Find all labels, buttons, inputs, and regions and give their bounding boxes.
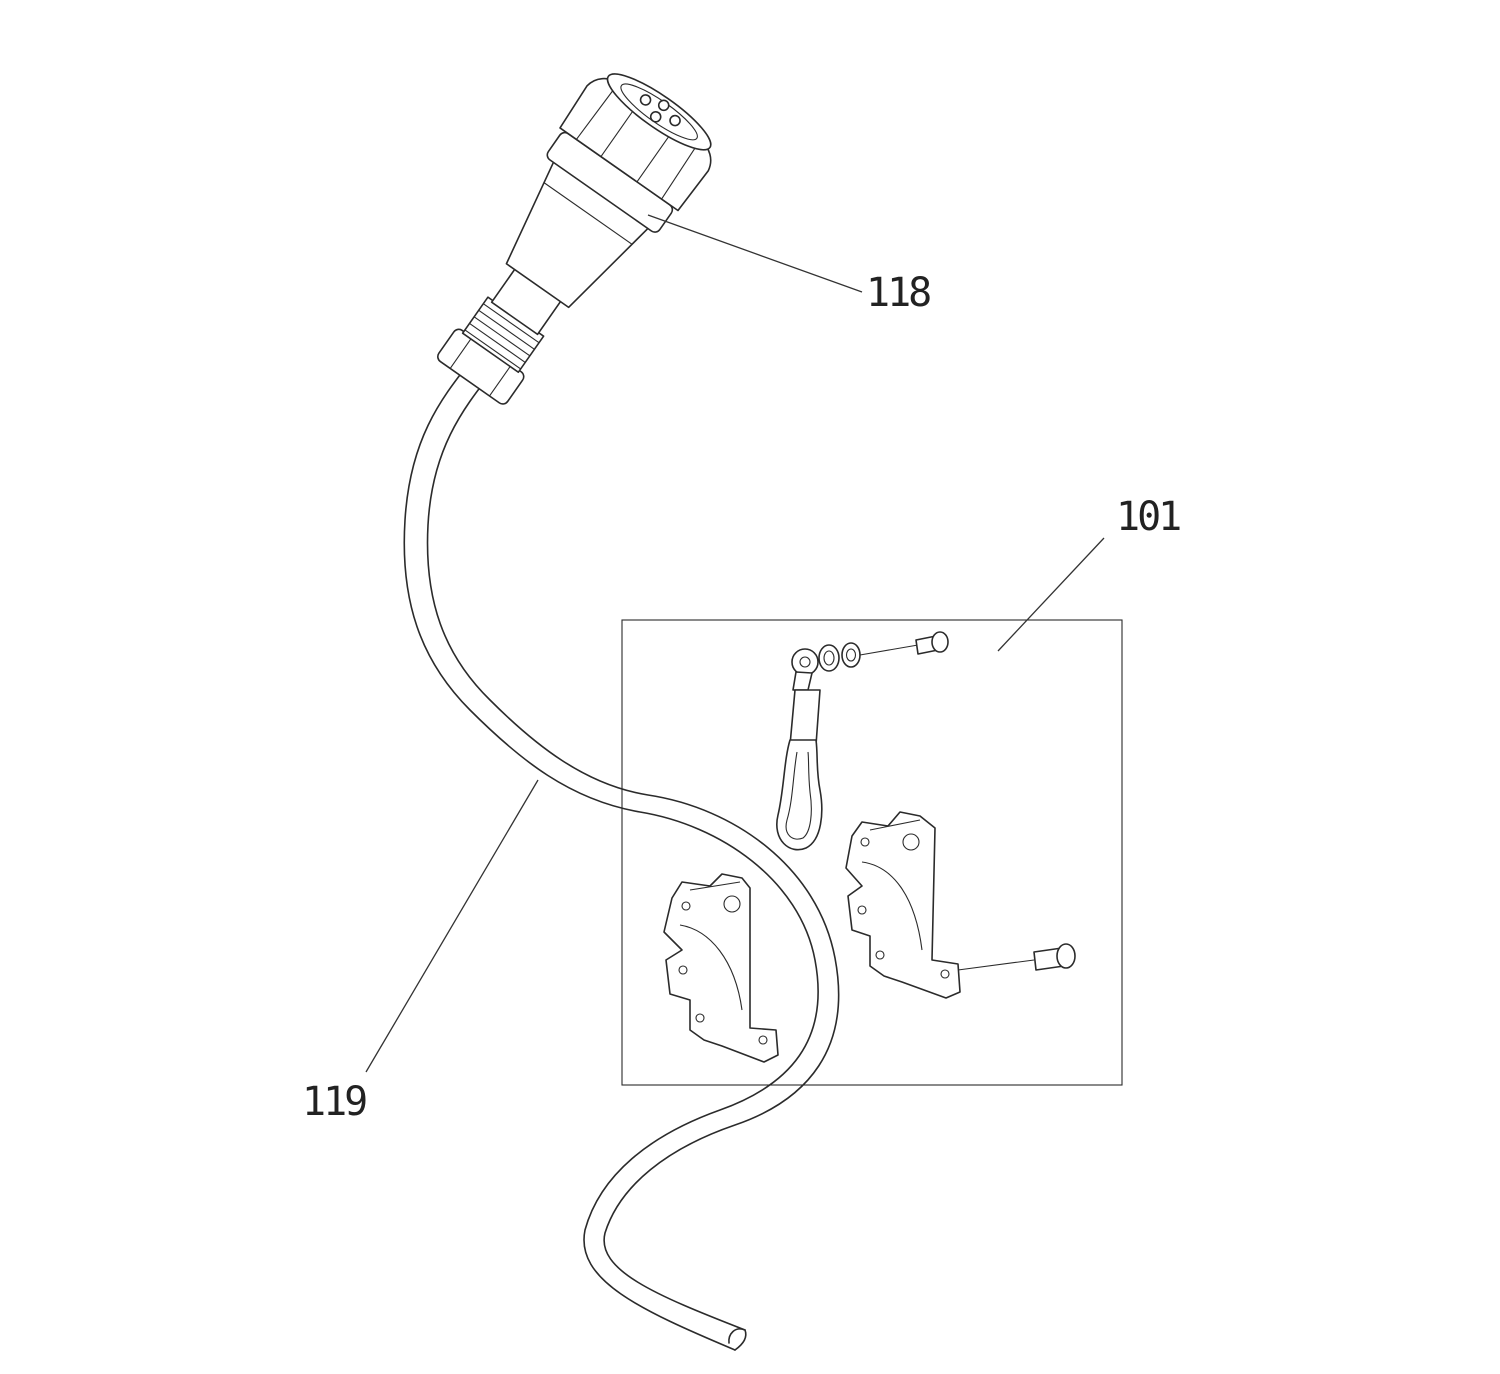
leader-101: [997, 537, 1105, 652]
bracket-right: [845, 811, 961, 999]
mounting-kit-box-101: [621, 619, 1123, 1086]
callout-118: 118: [866, 270, 930, 316]
cable-119: [403, 361, 840, 1351]
leader-119: [365, 779, 539, 1073]
bracket-left: [663, 873, 779, 1063]
eyelet-lug-assembly: [791, 631, 949, 691]
callout-119: 119: [302, 1079, 366, 1125]
callout-101: 101: [1116, 494, 1180, 540]
bracket-screw: [957, 943, 1076, 971]
connector-118: [437, 73, 712, 405]
leader-118: [647, 214, 863, 293]
snap-hook: [776, 689, 823, 851]
